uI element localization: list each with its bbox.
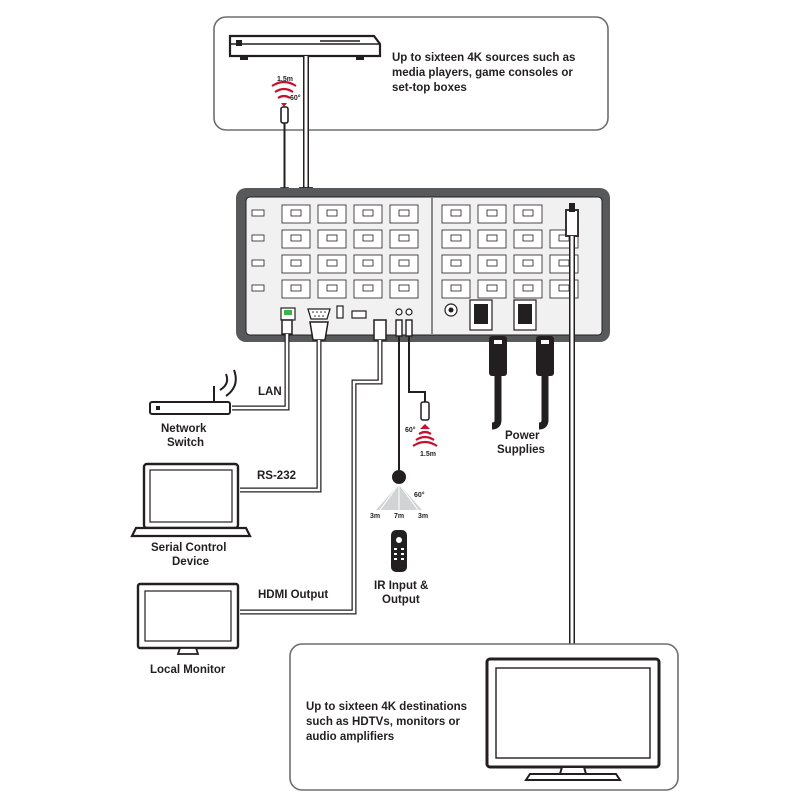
rs232-cable <box>240 321 329 493</box>
hdmi-input-port <box>362 284 374 292</box>
hdmi-output-port <box>450 259 462 267</box>
hdmi-input-port <box>326 234 338 242</box>
lan-label: LAN <box>258 386 282 398</box>
ir-right-distance: 1.5m <box>420 451 436 458</box>
remote-control-icon <box>391 530 407 572</box>
hdmi-output-port <box>522 234 534 242</box>
sources-text-line1: Up to sixteen 4K sources such as <box>392 52 575 64</box>
hdmi-input-port <box>290 284 302 292</box>
usb-port-icon <box>336 305 344 319</box>
hdmi-input-port <box>362 209 374 217</box>
hdmi-output-cable <box>240 319 387 615</box>
ir-receiver-icon <box>392 470 406 484</box>
ir-in-port-icon <box>395 308 413 316</box>
hdmi-input-port <box>398 234 410 242</box>
ir-top-distance: 1.5m <box>277 76 293 83</box>
hdmi-output-port <box>522 209 534 217</box>
hdmi-input-port <box>326 209 338 217</box>
destination-tv-icon <box>485 657 661 781</box>
set-top-box-icon <box>228 34 382 60</box>
hdmi-output-port <box>486 234 498 242</box>
power-inlet-right-icon <box>513 299 537 331</box>
sources-text-line2: media players, game consoles or <box>392 67 573 79</box>
ir-label-2: Output <box>382 594 420 606</box>
local-monitor-icon <box>136 582 240 655</box>
ir-label-1: IR Input & <box>374 580 428 592</box>
ir-reception-fan <box>376 483 422 511</box>
dest-text-line2: such as HDTVs, monitors or <box>306 716 461 728</box>
serial-device-label-1: Serial Control <box>151 542 226 554</box>
hdmi-input-port <box>362 259 374 267</box>
row-label-plate <box>251 209 265 217</box>
network-switch-label-1: Network <box>161 423 207 435</box>
lan-port-icon <box>280 307 296 321</box>
destination-hdmi-cable <box>565 203 579 660</box>
power-label-2: Supplies <box>497 444 545 456</box>
power-label-1: Power <box>505 430 540 442</box>
hdmi-output-port <box>558 259 570 267</box>
dest-text-line1: Up to sixteen 4K destinations <box>306 701 467 713</box>
hdmi-input-port <box>398 259 410 267</box>
ground-screw-icon <box>444 303 458 317</box>
power-cable-right <box>536 336 554 430</box>
row-label-plate <box>251 284 265 292</box>
hdmi-output-port <box>486 209 498 217</box>
hdmi-input-port <box>326 284 338 292</box>
ir-right-angle: 60° <box>405 426 416 434</box>
ir-remote-center: 7m <box>394 513 404 520</box>
hdmi-output-port <box>486 259 498 267</box>
hdmi-output-port <box>522 259 534 267</box>
local-monitor-label: Local Monitor <box>150 664 226 676</box>
hdmi-input-port <box>290 209 302 217</box>
ir-receiver-cable <box>395 319 403 470</box>
hdmi-input-port <box>290 234 302 242</box>
hdmi-out-port-icon <box>351 310 367 319</box>
hdmi-input-port <box>398 209 410 217</box>
dest-text-line3: audio amplifiers <box>306 731 394 743</box>
hdmi-output-port <box>486 284 498 292</box>
power-inlet-left-icon <box>469 299 493 331</box>
rs232-label: RS-232 <box>257 470 296 482</box>
ir-remote-right: 3m <box>418 513 428 520</box>
hdmi-output-port <box>450 284 462 292</box>
ir-remote-left: 3m <box>370 513 380 520</box>
hdmi-input-port <box>326 259 338 267</box>
laptop-icon <box>130 462 252 538</box>
sources-text-line3: set-top boxes <box>392 82 467 94</box>
network-switch-label-2: Switch <box>167 437 204 449</box>
row-label-plate <box>251 234 265 242</box>
port-grid <box>251 204 579 299</box>
ir-emitter-right-icon <box>412 424 438 447</box>
ir-top-angle: 60° <box>290 94 301 102</box>
hdmi-output-port <box>450 209 462 217</box>
hdmi-output-label: HDMI Output <box>258 589 328 601</box>
lan-cable <box>232 319 293 411</box>
hdmi-input-port <box>398 284 410 292</box>
row-label-plate <box>251 259 265 267</box>
serial-device-label-2: Device <box>172 556 209 568</box>
network-switch-icon <box>149 369 237 415</box>
ir-emitter-cable <box>405 319 430 421</box>
hdmi-output-port <box>558 284 570 292</box>
hdmi-output-port <box>522 284 534 292</box>
hdmi-input-port <box>290 259 302 267</box>
ir-remote-angle: 60° <box>414 491 425 499</box>
power-cable-left <box>489 336 507 430</box>
hdmi-input-port <box>362 234 374 242</box>
ir-emitter-top-icon <box>271 80 297 107</box>
hdmi-output-port <box>450 234 462 242</box>
rs232-port-icon <box>307 308 331 320</box>
